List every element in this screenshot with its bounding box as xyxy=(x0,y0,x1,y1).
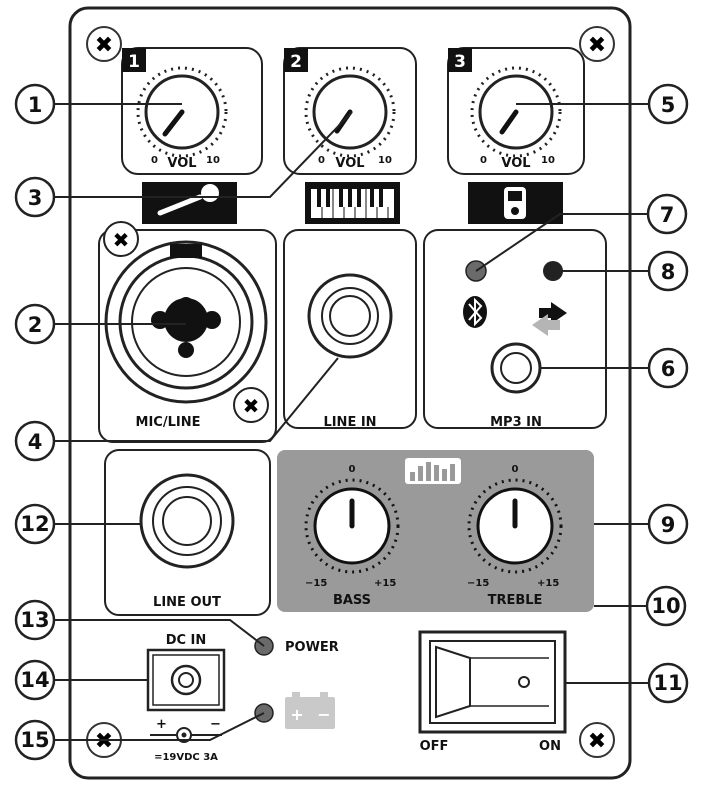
battery-icon: + − xyxy=(285,692,335,729)
svg-text:8: 8 xyxy=(661,260,676,284)
svg-text:15: 15 xyxy=(20,728,49,752)
dc-in-label: DC IN xyxy=(166,633,207,648)
mp3-player-icon xyxy=(468,182,563,224)
callout-9: 9 xyxy=(647,503,689,545)
bluetooth-icon xyxy=(463,296,487,328)
dc-rating-label: =19VDC 3A xyxy=(154,752,218,763)
callout-7: 7 xyxy=(646,193,688,235)
volume-min-label: 0 xyxy=(151,155,158,166)
channel-3-number: 3 xyxy=(454,52,466,72)
line-in-label: LINE IN xyxy=(323,415,376,430)
microphone-icon xyxy=(142,182,237,224)
svg-text:14: 14 xyxy=(20,668,49,692)
callout-15: 15 xyxy=(14,719,56,761)
svg-text:2: 2 xyxy=(28,313,43,337)
callout-2: 2 xyxy=(14,303,56,345)
callout-6: 6 xyxy=(647,347,689,389)
callout-11: 11 xyxy=(647,662,689,704)
equalizer-icon xyxy=(405,458,461,484)
volume-min-label: 0 xyxy=(318,155,325,166)
swap-arrows-icon xyxy=(532,302,567,336)
screw-top-left: ✖ xyxy=(86,26,122,62)
svg-text:✖: ✖ xyxy=(588,729,606,754)
polarity-symbol: + − xyxy=(150,717,222,743)
callout-3: 3 xyxy=(14,176,56,218)
svg-text:6: 6 xyxy=(661,357,676,381)
svg-text:✖: ✖ xyxy=(113,228,130,252)
callout-1: 1 xyxy=(14,83,56,125)
channel-2-number: 2 xyxy=(290,52,302,72)
svg-text:✖: ✖ xyxy=(95,33,113,58)
bass-max-label: +15 xyxy=(374,578,396,589)
treble-label: TREBLE xyxy=(488,593,543,608)
svg-text:✖: ✖ xyxy=(95,729,113,754)
volume-max-label: 10 xyxy=(206,155,220,166)
treble-knob[interactable]: 0 −15 +15 TREBLE xyxy=(467,464,563,608)
svg-text:5: 5 xyxy=(661,93,676,117)
mp3-bluetooth-section: MP3 IN xyxy=(423,229,607,430)
power-label: POWER xyxy=(285,640,339,655)
channel-1-number: 1 xyxy=(128,52,140,72)
svg-text:✖: ✖ xyxy=(588,33,606,58)
bass-min-label: −15 xyxy=(305,578,327,589)
screw-bottom-right: ✖ xyxy=(579,722,615,758)
callout-5: 5 xyxy=(647,83,689,125)
volume-knob-2[interactable]: 2 0 VOL 10 xyxy=(283,47,417,175)
volume-label: VOL xyxy=(335,156,364,171)
volume-label: VOL xyxy=(501,156,530,171)
mp3-in-label: MP3 IN xyxy=(490,415,542,430)
svg-text:−: − xyxy=(317,705,330,724)
mp3-in-jack[interactable] xyxy=(490,342,542,394)
svg-text:✖: ✖ xyxy=(243,394,260,418)
line-out-jack[interactable]: LINE OUT xyxy=(104,449,271,616)
keyboard-icon xyxy=(305,182,400,224)
volume-min-label: 0 xyxy=(480,155,487,166)
callout-4: 4 xyxy=(14,420,56,462)
callout-lines xyxy=(53,103,652,741)
eq-panel: 0 −15 +15 BASS 0 −15 +15 TREBLE xyxy=(277,450,594,612)
line-out-label: LINE OUT xyxy=(153,595,221,610)
svg-text:3: 3 xyxy=(28,186,43,210)
svg-text:12: 12 xyxy=(20,512,49,536)
dc-in-jack[interactable]: DC IN xyxy=(146,633,226,712)
volume-knob-3[interactable]: 3 0 VOL 10 xyxy=(447,47,585,175)
line-in-jack[interactable]: LINE IN xyxy=(283,229,417,430)
treble-zero-label: 0 xyxy=(512,464,519,475)
mic-line-label: MIC/LINE xyxy=(136,415,201,430)
switch-on-label: ON xyxy=(539,739,561,754)
screw-top-right: ✖ xyxy=(579,26,615,62)
mic-line-combo-jack[interactable]: ✖ ✖ MIC/LINE xyxy=(98,221,277,443)
polarity-plus: + xyxy=(156,717,167,732)
callout-13: 13 xyxy=(14,599,56,641)
volume-label: VOL xyxy=(167,156,196,171)
svg-text:4: 4 xyxy=(28,430,43,454)
svg-text:1: 1 xyxy=(28,93,43,117)
treble-min-label: −15 xyxy=(467,578,489,589)
power-switch[interactable]: OFF ON xyxy=(418,630,567,754)
svg-text:9: 9 xyxy=(661,513,676,537)
callout-12: 12 xyxy=(14,503,56,545)
svg-text:11: 11 xyxy=(653,671,682,695)
svg-text:7: 7 xyxy=(660,203,675,227)
callout-8: 8 xyxy=(647,250,689,292)
svg-text:10: 10 xyxy=(651,594,680,618)
volume-knob-1[interactable]: 1 0 VOL 10 xyxy=(121,47,263,175)
callout-14: 14 xyxy=(14,659,56,701)
treble-max-label: +15 xyxy=(537,578,559,589)
volume-max-label: 10 xyxy=(541,155,555,166)
switch-off-label: OFF xyxy=(420,739,449,754)
bass-knob[interactable]: 0 −15 +15 BASS xyxy=(304,464,400,608)
bass-label: BASS xyxy=(333,593,371,608)
polarity-minus: − xyxy=(210,717,221,732)
callout-10: 10 xyxy=(645,585,687,627)
volume-max-label: 10 xyxy=(378,155,392,166)
svg-text:+: + xyxy=(290,705,303,724)
bass-zero-label: 0 xyxy=(349,464,356,475)
svg-text:13: 13 xyxy=(20,608,49,632)
